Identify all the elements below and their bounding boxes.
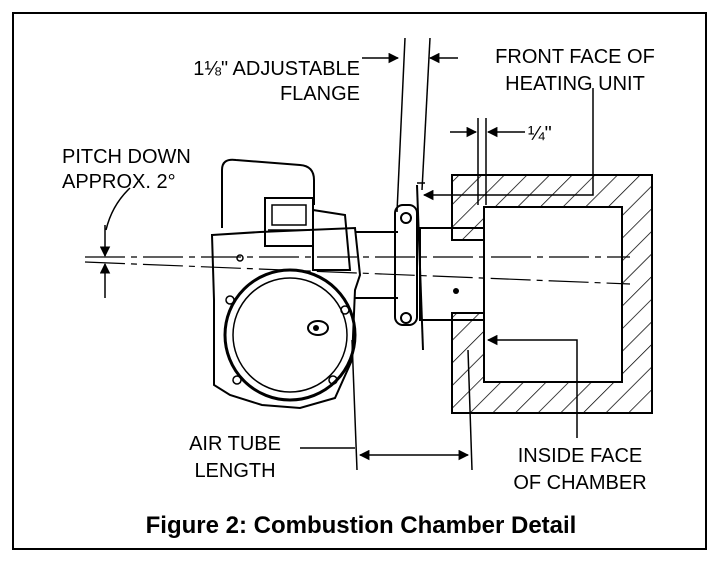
air-tube-label-line1: AIR TUBE: [189, 433, 281, 455]
flange-label-line2: FLANGE: [280, 83, 360, 105]
combustion-chamber: [451, 174, 653, 414]
pitch-label-line1: PITCH DOWN: [62, 146, 191, 168]
pitch-label-line2: APPROX. 2°: [62, 171, 176, 193]
flange-lines: [396, 37, 431, 213]
inside-face-label-line1: INSIDE FACE: [518, 445, 642, 467]
air-tube-length-dimension: [300, 339, 473, 471]
pitch-arrows: [99, 187, 131, 298]
front-face-label-line2: HEATING UNIT: [505, 73, 645, 95]
flange-label-line1: 1⅛" ADJUSTABLE: [193, 58, 360, 80]
figure-caption: Figure 2: Combustion Chamber Detail: [146, 512, 577, 539]
quarter-inch-dimension: [450, 118, 525, 205]
air-tube-label-line2: LENGTH: [194, 460, 275, 482]
leader-lines: [362, 52, 594, 438]
front-face-label-line1: FRONT FACE OF: [495, 46, 655, 68]
inside-face-label-line2: OF CHAMBER: [513, 472, 646, 494]
flange-plate: [394, 182, 425, 351]
burner-body: [210, 158, 362, 410]
center-lines: [84, 256, 631, 285]
quarter-inch-label: ¼": [528, 123, 552, 145]
